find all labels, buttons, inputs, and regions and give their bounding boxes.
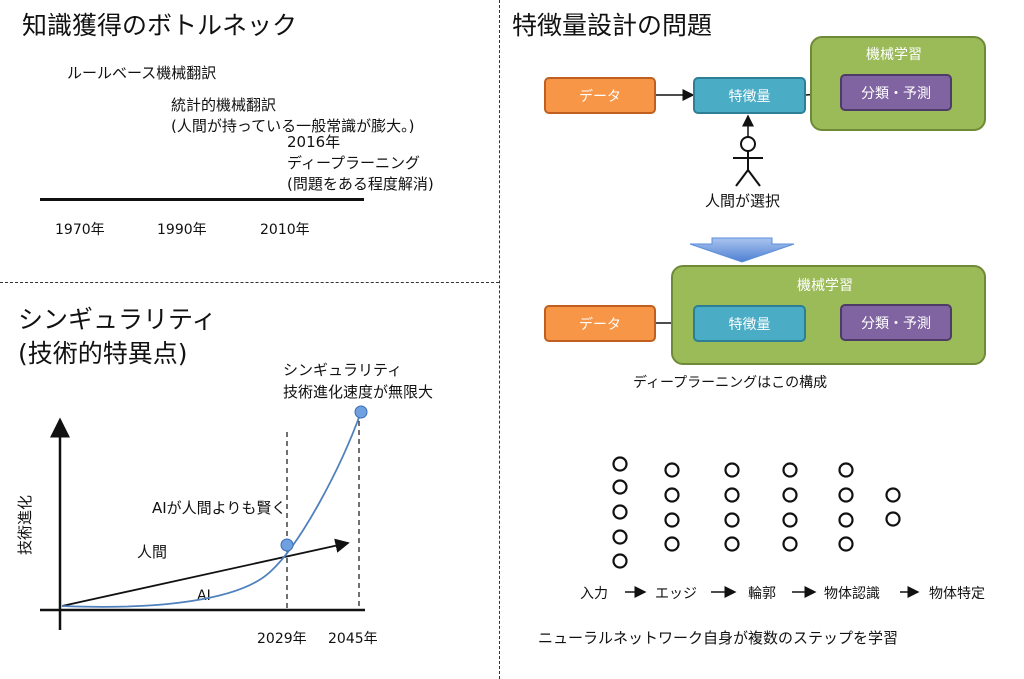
- bottleneck-title: 知識獲得のボトルネック: [22, 11, 298, 40]
- classify-box: 分類・予測: [840, 74, 952, 111]
- data-box-2: データ: [544, 305, 656, 342]
- ml-label: 機械学習: [866, 47, 922, 63]
- year-1990: 1990年: [157, 222, 207, 238]
- layer-contour: 輪郭: [748, 586, 776, 602]
- singularity-title: シンギュラリティ: [18, 305, 217, 334]
- deep-learning: ディープラーニング: [287, 154, 421, 172]
- year-1970: 1970年: [55, 222, 105, 238]
- ai-curve: [61, 411, 362, 608]
- ai-smarter-label: AIが人間よりも賢く: [152, 499, 287, 517]
- singularity-annotation-2: 技術進化速度が無限大: [283, 383, 434, 401]
- nn-nodes: [612, 456, 901, 569]
- horizontal-divider: [0, 282, 499, 283]
- data-box: データ: [544, 77, 656, 114]
- rule-based-mt: ルールベース機械翻訳: [67, 64, 217, 82]
- ml-label-2: 機械学習: [797, 278, 853, 294]
- feature-box-2: 特徴量: [693, 305, 806, 342]
- feature-design-title: 特徴量設計の問題: [512, 11, 713, 40]
- feature-box: 特徴量: [693, 77, 806, 114]
- layer-input: 入力: [580, 586, 608, 602]
- point-2029: [280, 538, 294, 552]
- human-line: [61, 538, 350, 607]
- year-2045: 2045年: [328, 631, 378, 647]
- deep-learning-note: (問題をある程度解消): [287, 175, 434, 193]
- point-2045: [354, 405, 368, 419]
- layer-object-identification: 物体特定: [929, 586, 985, 602]
- person-icon: [733, 136, 763, 187]
- year-2029: 2029年: [257, 631, 307, 647]
- statistical-mt-note: (人間が持っている一般常識が膨大。): [171, 117, 415, 135]
- dl-caption: ディープラーニングはこの構成: [633, 375, 828, 391]
- nn-caption: ニューラルネットワーク自身が複数のステップを学習: [538, 629, 899, 647]
- layer-edge: エッジ: [655, 586, 697, 602]
- singularity-annotation: シンギュラリティ: [283, 361, 403, 379]
- human-select-label: 人間が選択: [705, 192, 781, 210]
- statistical-mt: 統計的機械翻訳: [171, 96, 277, 114]
- down-arrow: [689, 237, 795, 263]
- vertical-divider: [499, 0, 500, 679]
- year-2016: 2016年: [287, 133, 341, 151]
- classify-box-2: 分類・予測: [840, 304, 952, 341]
- layer-object-recognition: 物体認識: [824, 586, 880, 602]
- singularity-subtitle: (技術的特異点): [18, 339, 188, 368]
- human-label: 人間: [137, 543, 168, 561]
- timeline-axis: [40, 198, 364, 201]
- year-2010: 2010年: [260, 222, 310, 238]
